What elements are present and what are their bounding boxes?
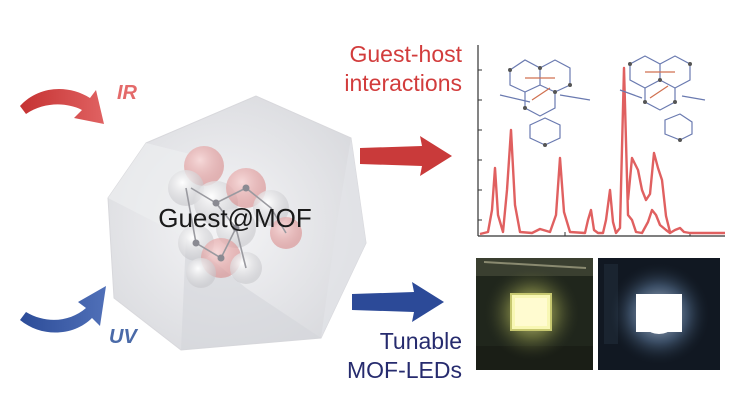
tunable-leds-title: Tunable MOF-LEDs (300, 327, 462, 385)
guest-mof-label: Guest@MOF (158, 203, 312, 233)
guest-host-title: Guest-host interactions (300, 40, 462, 98)
molecule-structure-left (499, 59, 591, 146)
mof-polyhedron (107, 95, 367, 351)
ir-label: IR (117, 82, 137, 104)
uv-label: UV (109, 326, 137, 348)
guest-host-title-line2: interactions (344, 70, 462, 96)
molecule-structure-right (619, 55, 706, 141)
led-photo-yellow (476, 258, 593, 370)
tunable-title-line2: MOF-LEDs (347, 357, 462, 383)
guest-host-title-line1: Guest-host (349, 41, 463, 67)
led-photo-white (598, 258, 720, 370)
spectrum-line (479, 66, 725, 236)
tunable-title-line1: Tunable (379, 328, 462, 354)
ir-spectrum-plot (477, 45, 725, 237)
arrow-right-red-icon (360, 136, 452, 176)
uv-curved-arrow-icon (20, 286, 106, 333)
arrow-right-blue-icon (352, 282, 444, 322)
ir-curved-arrow-icon (20, 88, 104, 124)
